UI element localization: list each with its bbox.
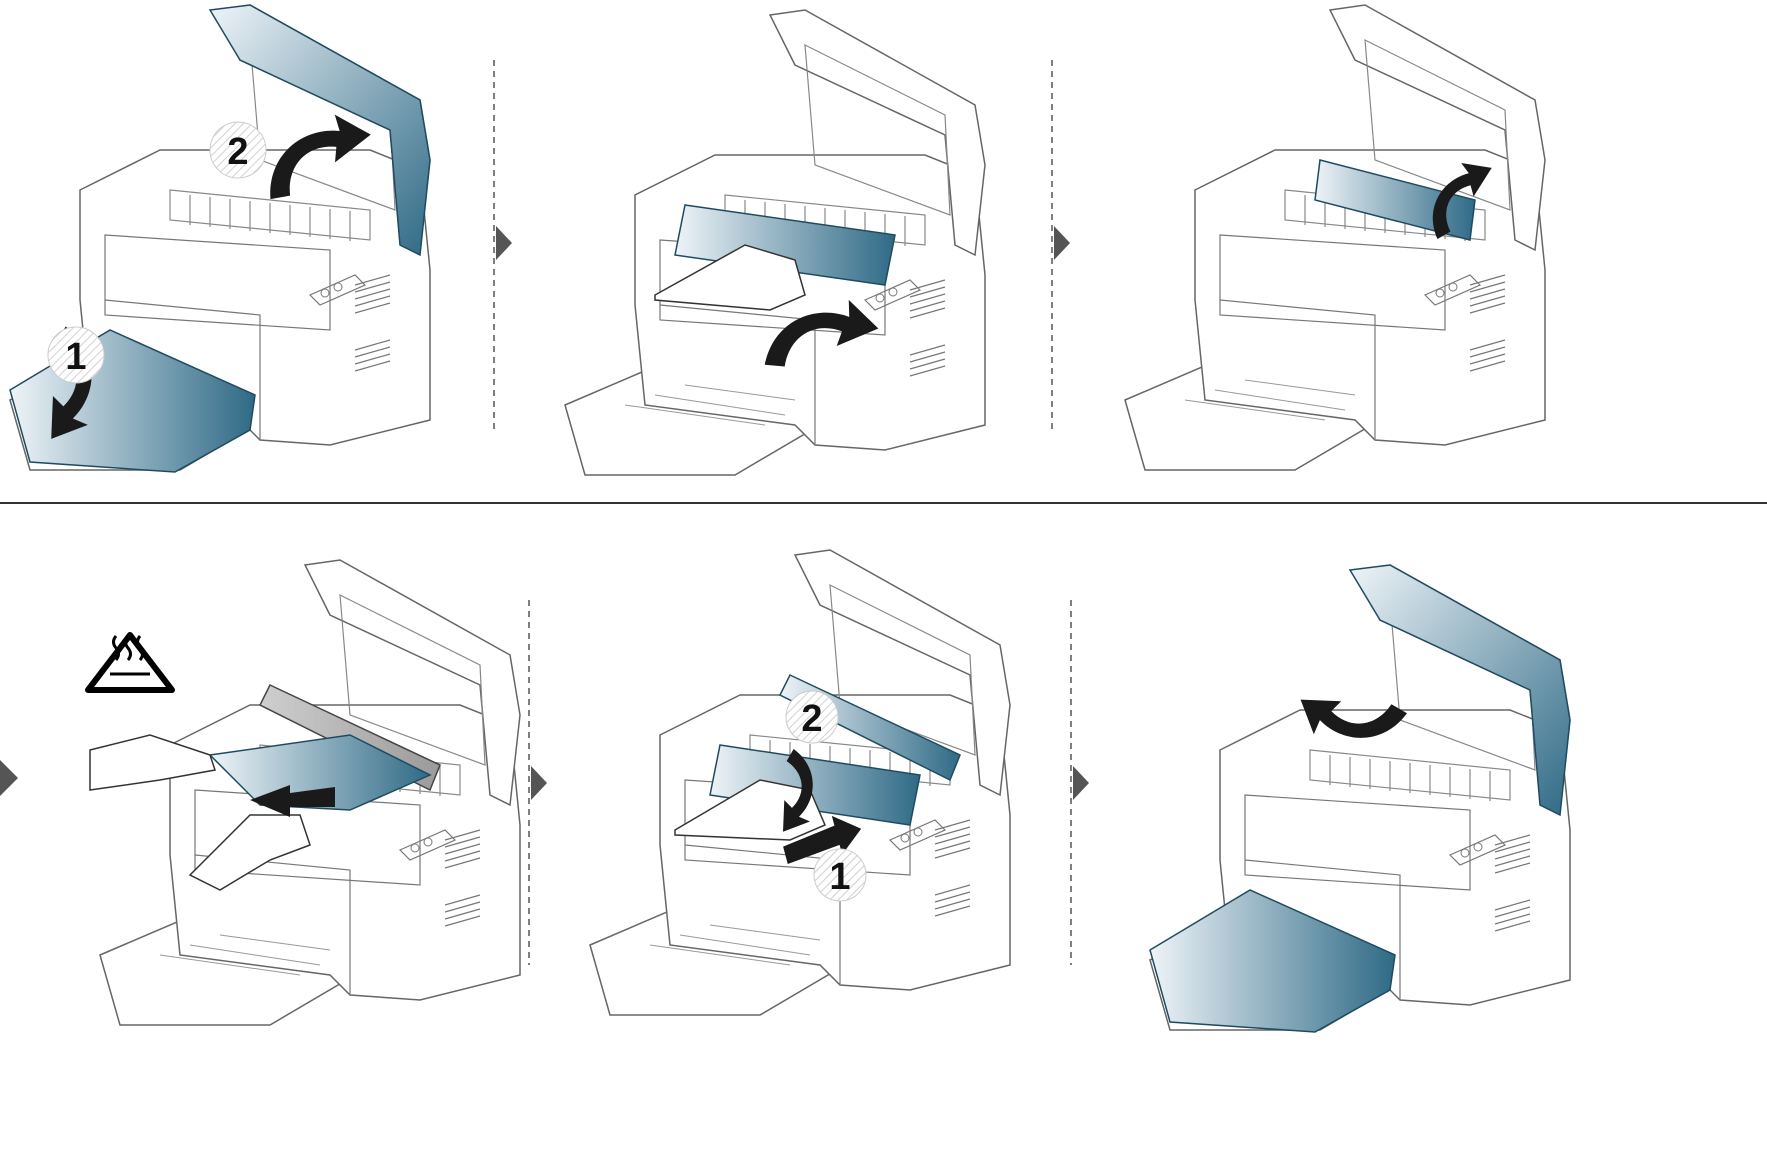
- callout-badge: 2: [210, 122, 266, 178]
- next-step-arrow-icon: [531, 766, 547, 800]
- step-panel-2: [565, 10, 985, 475]
- step-panel-4: [88, 560, 520, 1025]
- callout-number: 2: [801, 698, 822, 740]
- step-panel-1: 2 1: [10, 5, 430, 472]
- step-panel-3: [1125, 5, 1545, 470]
- hot-surface-warning-icon: [88, 635, 172, 690]
- callout-number: 1: [829, 856, 850, 898]
- next-step-arrow-icon: [0, 760, 18, 796]
- printer-reinsert-cartridge-icon: [590, 550, 1010, 1015]
- callout-badge: 1: [814, 849, 866, 901]
- next-step-arrow-icon: [496, 226, 512, 260]
- callout-number: 2: [227, 131, 248, 173]
- next-step-arrow-icon: [1054, 226, 1070, 260]
- printer-pull-cartridge-icon: [565, 10, 985, 475]
- step-panel-6: [1150, 565, 1570, 1032]
- step-panel-5: 2 1: [590, 550, 1010, 1015]
- next-step-arrow-icon: [1073, 766, 1089, 800]
- callout-number: 1: [65, 336, 86, 378]
- callout-badge: 2: [786, 691, 838, 743]
- printer-lift-guide-icon: [1125, 5, 1545, 470]
- callout-badge: 1: [48, 327, 104, 383]
- printer-close-cover-icon: [1150, 565, 1570, 1032]
